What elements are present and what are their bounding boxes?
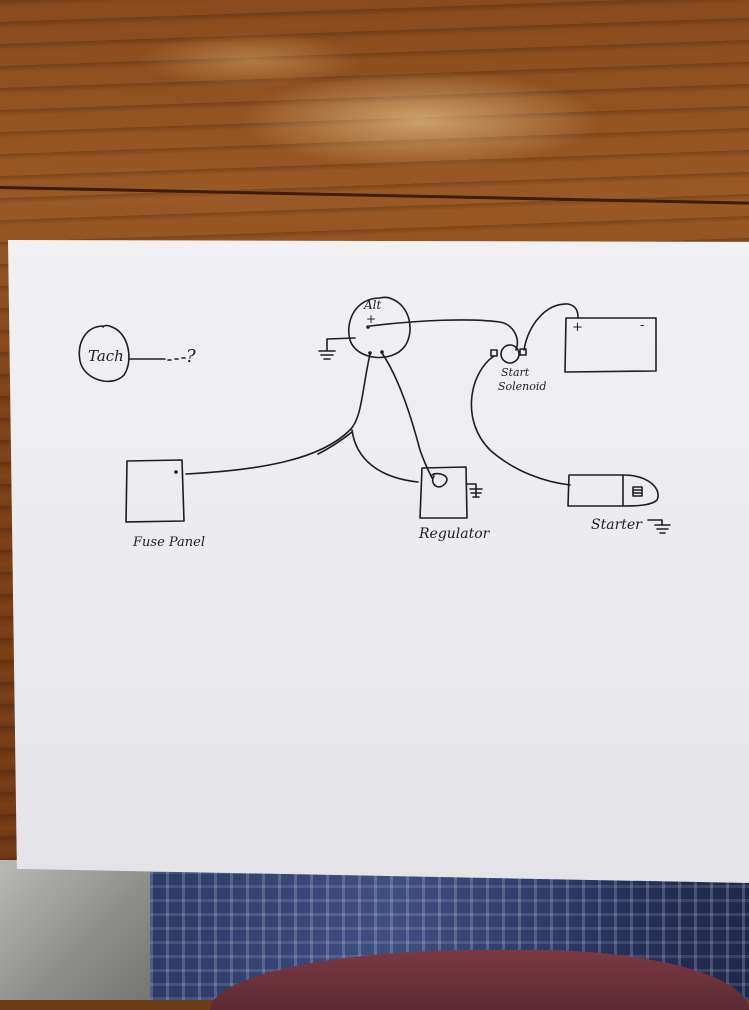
regulator-label: Regulator: [418, 526, 491, 542]
regulator-sense-wire: [381, 352, 433, 479]
alternator-output-wire: [369, 319, 519, 351]
regulator-field-wire: [351, 429, 419, 483]
starter-label: Starter: [591, 517, 643, 533]
starter-ground-icon: [647, 519, 671, 534]
battery-cable: [523, 303, 579, 351]
tach-dots: [167, 357, 186, 361]
tach-gauge: [78, 324, 130, 383]
battery-positive-label: +: [572, 320, 583, 335]
start-solenoid: [490, 344, 527, 364]
fuse-panel: [125, 459, 185, 523]
alternator-field-terminal: [368, 351, 372, 355]
solenoid-label-line2: Solenoid: [498, 380, 546, 393]
alternator: [348, 296, 411, 359]
fuse-panel-wire-overlap: [317, 431, 353, 455]
tach-question: ?: [186, 346, 196, 367]
paper-sheet: [8, 240, 749, 883]
fuse-panel-label: Fuse Panel: [132, 535, 205, 550]
solenoid-right-terminal: [519, 348, 527, 356]
solenoid-left-terminal: [490, 349, 498, 357]
solenoid-label-line1: Start: [501, 366, 530, 379]
battery-negative-label: -: [640, 318, 644, 333]
starter-cable: [470, 355, 571, 486]
tach-label: Tach: [88, 347, 124, 365]
alternator-label: Alt: [363, 298, 382, 312]
alternator-sense-terminal: [380, 350, 384, 354]
alternator-positive-terminal: [366, 325, 370, 329]
alternator-ground-icon: [318, 337, 356, 360]
regulator-ground-icon: [465, 483, 483, 498]
starter-motor: [567, 474, 659, 507]
voltage-regulator: [419, 466, 468, 519]
starter-solenoid-icon: [632, 486, 643, 497]
fuse-panel-wire: [185, 353, 371, 475]
alternator-plus-label: +: [366, 312, 376, 326]
battery: [564, 317, 657, 373]
